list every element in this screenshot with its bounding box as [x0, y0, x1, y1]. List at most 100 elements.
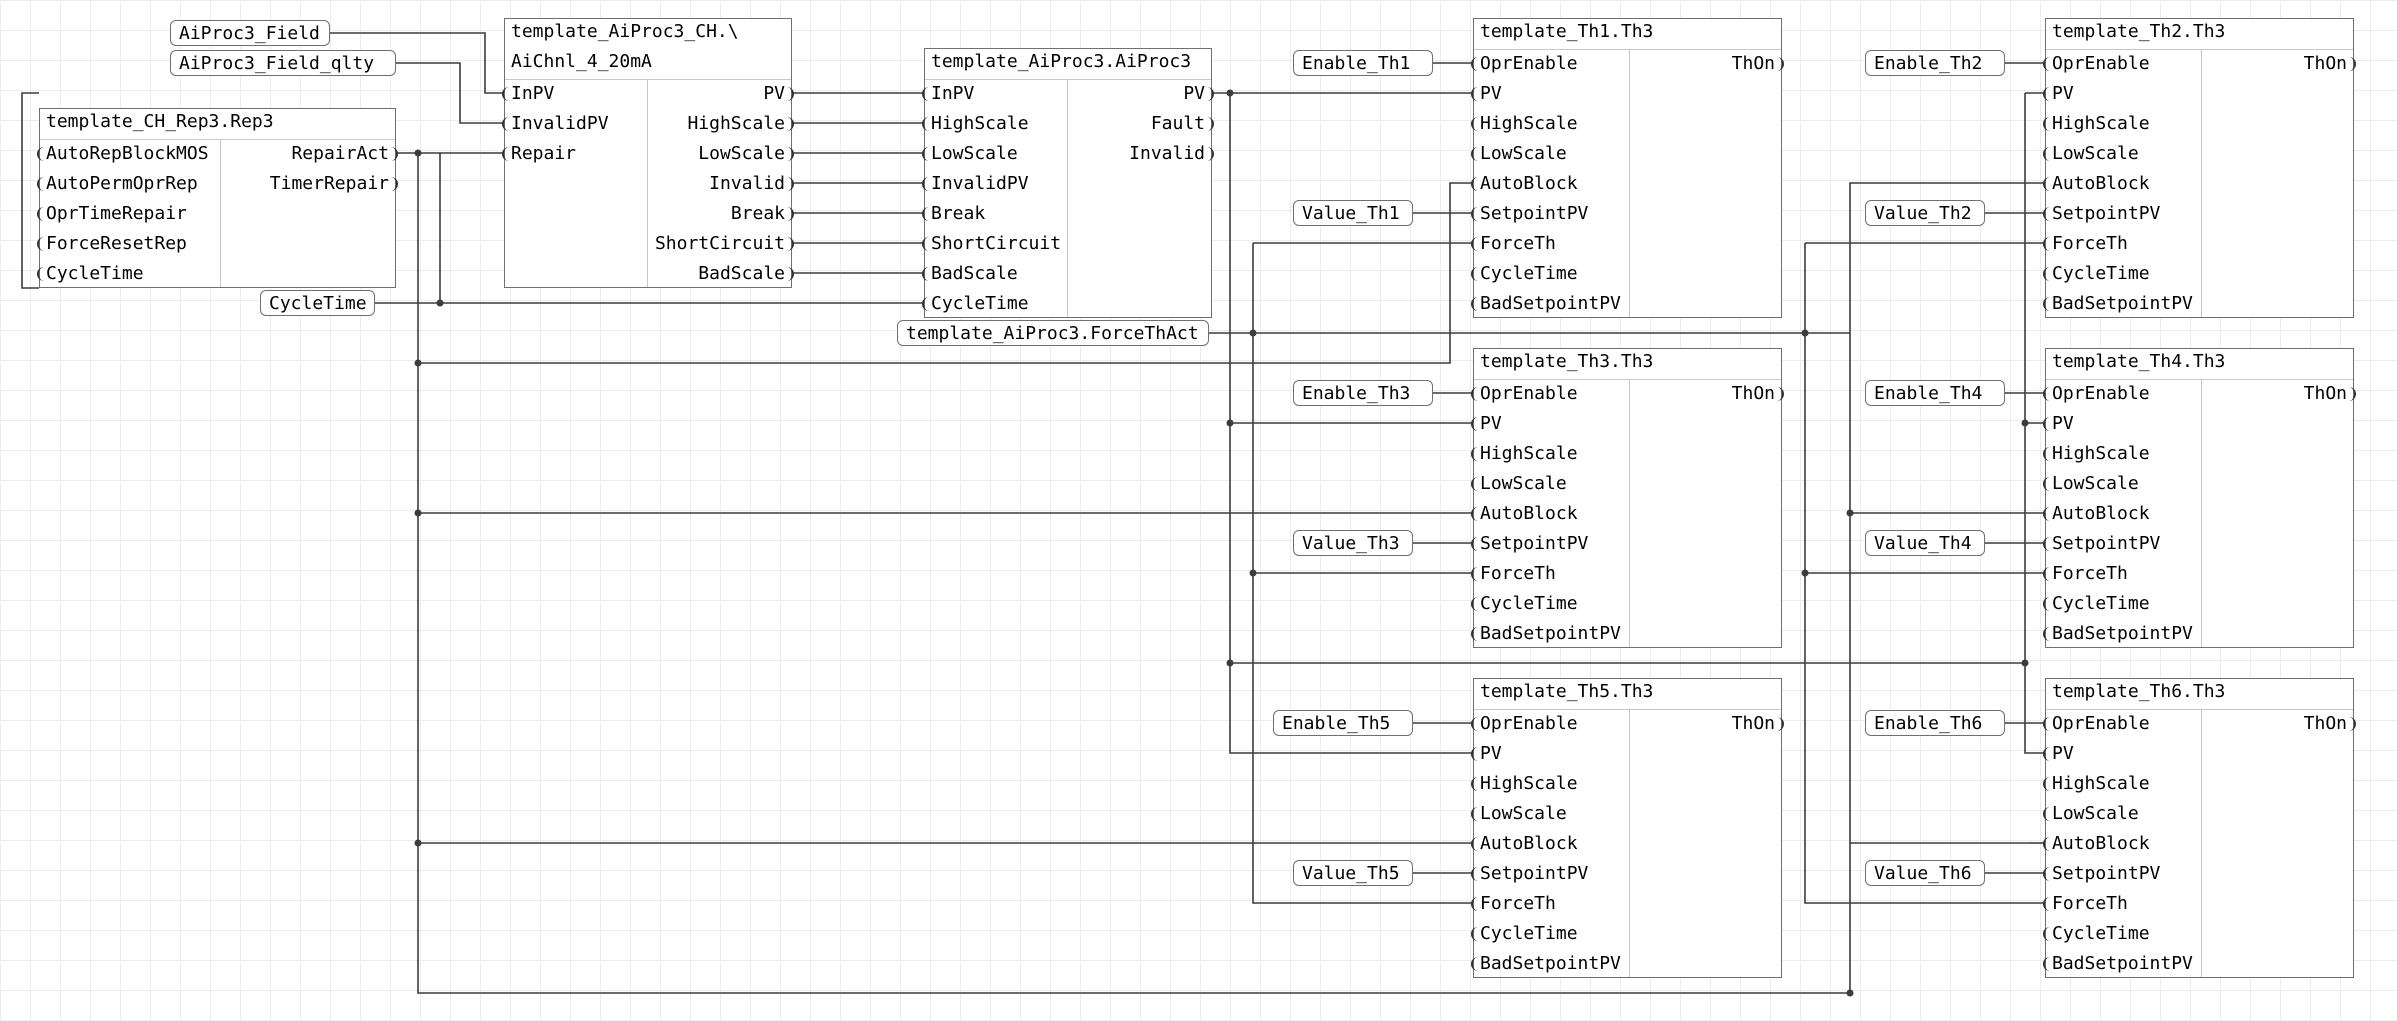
- block-aiproc3-input-pin[interactable]: HighScale: [922, 109, 1067, 139]
- block-th4-input-pin[interactable]: OprEnable: [2043, 379, 2201, 409]
- block-th5-input-pin[interactable]: OprEnable: [1471, 709, 1629, 739]
- var-force-th-act[interactable]: template_AiProc3.ForceThAct: [897, 320, 1209, 346]
- block-th5-input-pin[interactable]: BadSetpointPV: [1471, 949, 1629, 979]
- block-aiproc3-ch-output-pin[interactable]: Invalid: [649, 169, 794, 199]
- block-th2-output-pin[interactable]: ThOn: [2203, 49, 2356, 79]
- block-aiproc3-input-pin[interactable]: LowScale: [922, 139, 1067, 169]
- var-enable-th3[interactable]: Enable_Th3: [1293, 380, 1433, 406]
- block-th3-input-pin[interactable]: ForceTh: [1471, 559, 1629, 589]
- block-aiproc3-input-pin[interactable]: ShortCircuit: [922, 229, 1067, 259]
- block-ch-rep3-input-pin[interactable]: ForceResetRep: [37, 229, 220, 259]
- block-aiproc3-ch-output-pin[interactable]: HighScale: [649, 109, 794, 139]
- block-th6-input-pin[interactable]: LowScale: [2043, 799, 2201, 829]
- var-value-th2[interactable]: Value_Th2: [1865, 200, 1985, 226]
- var-enable-th5[interactable]: Enable_Th5: [1273, 710, 1413, 736]
- block-th6-input-pin[interactable]: SetpointPV: [2043, 859, 2201, 889]
- block-th1-input-pin[interactable]: HighScale: [1471, 109, 1629, 139]
- block-th1-output-pin[interactable]: ThOn: [1631, 49, 1784, 79]
- block-th2-input-pin[interactable]: CycleTime: [2043, 259, 2201, 289]
- block-th2-input-pin[interactable]: AutoBlock: [2043, 169, 2201, 199]
- block-th5-input-pin[interactable]: LowScale: [1471, 799, 1629, 829]
- block-aiproc3-ch-output-pin[interactable]: PV: [649, 79, 794, 109]
- block-aiproc3-ch-output-pin[interactable]: BadScale: [649, 259, 794, 289]
- block-ch-rep3-input-pin[interactable]: OprTimeRepair: [37, 199, 220, 229]
- var-cycle-time[interactable]: CycleTime: [260, 290, 375, 316]
- var-value-th3[interactable]: Value_Th3: [1293, 530, 1413, 556]
- block-th1-input-pin[interactable]: ForceTh: [1471, 229, 1629, 259]
- var-enable-th4[interactable]: Enable_Th4: [1865, 380, 2005, 406]
- block-th3-input-pin[interactable]: PV: [1471, 409, 1629, 439]
- block-aiproc3-input-pin[interactable]: BadScale: [922, 259, 1067, 289]
- block-th4-input-pin[interactable]: SetpointPV: [2043, 529, 2201, 559]
- block-aiproc3-ch-output-pin[interactable]: ShortCircuit: [649, 229, 794, 259]
- block-th1-input-pin[interactable]: CycleTime: [1471, 259, 1629, 289]
- block-th6-output-pin[interactable]: ThOn: [2203, 709, 2356, 739]
- block-aiproc3-input-pin[interactable]: InvalidPV: [922, 169, 1067, 199]
- block-aiproc3-ch-input-pin[interactable]: InvalidPV: [502, 109, 647, 139]
- block-th2-input-pin[interactable]: BadSetpointPV: [2043, 289, 2201, 319]
- block-th2-input-pin[interactable]: PV: [2043, 79, 2201, 109]
- block-th5-input-pin[interactable]: ForceTh: [1471, 889, 1629, 919]
- block-th5-input-pin[interactable]: SetpointPV: [1471, 859, 1629, 889]
- block-th5-output-pin[interactable]: ThOn: [1631, 709, 1784, 739]
- block-th6-input-pin[interactable]: OprEnable: [2043, 709, 2201, 739]
- block-th4-output-pin[interactable]: ThOn: [2203, 379, 2356, 409]
- block-th2-input-pin[interactable]: ForceTh: [2043, 229, 2201, 259]
- block-th3-input-pin[interactable]: AutoBlock: [1471, 499, 1629, 529]
- block-aiproc3-ch-output-pin[interactable]: Break: [649, 199, 794, 229]
- var-enable-th1[interactable]: Enable_Th1: [1293, 50, 1433, 76]
- block-ch-rep3-output-pin[interactable]: TimerRepair: [222, 169, 398, 199]
- block-th1-input-pin[interactable]: SetpointPV: [1471, 199, 1629, 229]
- block-ch-rep3-input-pin[interactable]: AutoRepBlockMOS: [37, 139, 220, 169]
- block-aiproc3-input-pin[interactable]: Break: [922, 199, 1067, 229]
- var-field-qlty[interactable]: AiProc3_Field_qlty: [170, 50, 396, 76]
- block-aiproc3-ch-output-pin[interactable]: LowScale: [649, 139, 794, 169]
- block-ch-rep3-input-pin[interactable]: AutoPermOprRep: [37, 169, 220, 199]
- block-aiproc3-ch-input-pin[interactable]: InPV: [502, 79, 647, 109]
- block-th3-input-pin[interactable]: HighScale: [1471, 439, 1629, 469]
- block-aiproc3-input-pin[interactable]: CycleTime: [922, 289, 1067, 319]
- block-th3-input-pin[interactable]: OprEnable: [1471, 379, 1629, 409]
- block-th4-input-pin[interactable]: ForceTh: [2043, 559, 2201, 589]
- block-th2-input-pin[interactable]: SetpointPV: [2043, 199, 2201, 229]
- block-th5-input-pin[interactable]: PV: [1471, 739, 1629, 769]
- block-th5-input-pin[interactable]: AutoBlock: [1471, 829, 1629, 859]
- block-th6-input-pin[interactable]: HighScale: [2043, 769, 2201, 799]
- block-th4-input-pin[interactable]: LowScale: [2043, 469, 2201, 499]
- block-aiproc3-ch-input-pin[interactable]: Repair: [502, 139, 647, 169]
- var-value-th6[interactable]: Value_Th6: [1865, 860, 1985, 886]
- var-enable-th2[interactable]: Enable_Th2: [1865, 50, 2005, 76]
- block-th2-input-pin[interactable]: LowScale: [2043, 139, 2201, 169]
- block-th1-input-pin[interactable]: AutoBlock: [1471, 169, 1629, 199]
- block-th1-input-pin[interactable]: OprEnable: [1471, 49, 1629, 79]
- block-th6-input-pin[interactable]: CycleTime: [2043, 919, 2201, 949]
- block-th5-input-pin[interactable]: HighScale: [1471, 769, 1629, 799]
- var-value-th5[interactable]: Value_Th5: [1293, 860, 1413, 886]
- var-value-th1[interactable]: Value_Th1: [1293, 200, 1413, 226]
- block-th5-input-pin[interactable]: CycleTime: [1471, 919, 1629, 949]
- block-th1-input-pin[interactable]: BadSetpointPV: [1471, 289, 1629, 319]
- block-th3-output-pin[interactable]: ThOn: [1631, 379, 1784, 409]
- block-th2-input-pin[interactable]: HighScale: [2043, 109, 2201, 139]
- block-th1-input-pin[interactable]: LowScale: [1471, 139, 1629, 169]
- block-th4-input-pin[interactable]: CycleTime: [2043, 589, 2201, 619]
- block-th4-input-pin[interactable]: PV: [2043, 409, 2201, 439]
- block-aiproc3-output-pin[interactable]: Invalid: [1069, 139, 1214, 169]
- block-th3-input-pin[interactable]: SetpointPV: [1471, 529, 1629, 559]
- var-field[interactable]: AiProc3_Field: [170, 20, 330, 46]
- block-th3-input-pin[interactable]: LowScale: [1471, 469, 1629, 499]
- block-th4-input-pin[interactable]: BadSetpointPV: [2043, 619, 2201, 649]
- block-th6-input-pin[interactable]: PV: [2043, 739, 2201, 769]
- var-enable-th6[interactable]: Enable_Th6: [1865, 710, 2005, 736]
- block-th3-input-pin[interactable]: BadSetpointPV: [1471, 619, 1629, 649]
- block-aiproc3-output-pin[interactable]: Fault: [1069, 109, 1214, 139]
